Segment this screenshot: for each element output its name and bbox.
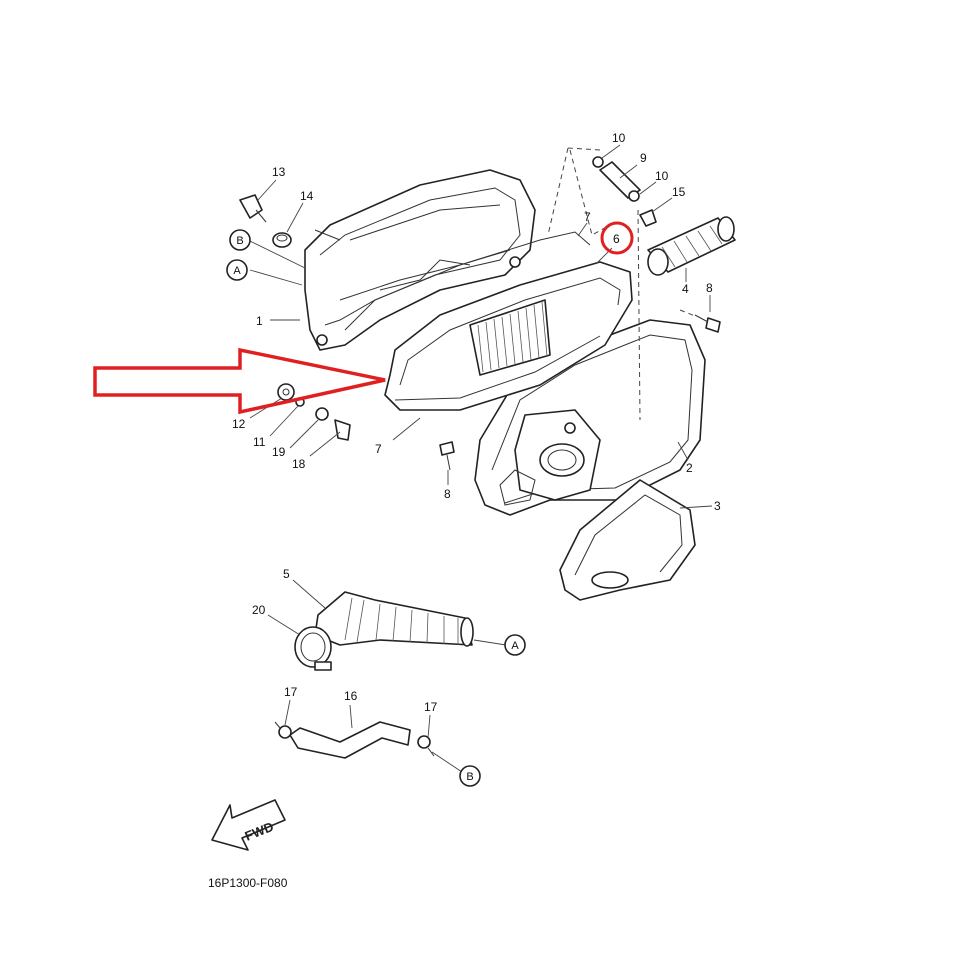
callout-10-lower: 10: [655, 169, 669, 183]
part-11-12-19-18-hardware: [277, 383, 351, 441]
part-14-grommet: [272, 232, 292, 248]
callout-15: 15: [672, 185, 686, 199]
callout-19: 19: [272, 445, 286, 459]
callout-17-right: 17: [424, 700, 438, 714]
callout-12: 12: [232, 417, 246, 431]
callout-11: 11: [253, 435, 266, 449]
highlight-circle: [600, 221, 634, 255]
diagram-code: 16P1300-F080: [208, 876, 288, 890]
part-2-case: [474, 319, 706, 516]
part-13-screw: [239, 194, 267, 223]
callout-9: 9: [640, 151, 647, 165]
part-17-clip-right: [417, 735, 435, 757]
callout-20: 20: [252, 603, 266, 617]
part-16-drain-hose: [289, 721, 411, 759]
reference-a-upper: A: [226, 259, 248, 281]
part-20-hose-clamp: [294, 626, 332, 671]
callout-2: 2: [686, 461, 693, 475]
red-arrow-icon: [93, 347, 386, 415]
part-9-10-clamp-assembly: [592, 156, 641, 202]
callout-16: 16: [344, 689, 358, 703]
callout-8-lower: 8: [444, 487, 451, 501]
part-4-cylindrical-filter: [647, 216, 736, 276]
part-5-joint-hose: [314, 591, 474, 647]
part-3-duct-cover: [559, 479, 696, 601]
callout-1: 1: [256, 314, 263, 328]
part-15-bolt: [639, 209, 657, 227]
callout-4: 4: [682, 282, 689, 296]
part-8-bolt-lower: [439, 441, 455, 471]
ref-b-label-lower: B: [466, 771, 473, 783]
part-17-clip-left: [274, 721, 292, 739]
reference-b-upper: B: [229, 229, 251, 251]
callout-3: 3: [714, 499, 721, 513]
callout-8-upper: 8: [706, 281, 713, 295]
leader-lines: [249, 144, 713, 773]
callout-17-left: 17: [284, 685, 298, 699]
callout-14: 14: [300, 189, 314, 203]
callout-labels: 1 2 3 4 5 6 7 7 8 8 9 10 10 11 12 13 14 …: [232, 131, 721, 714]
callout-10-upper: 10: [612, 131, 626, 145]
ref-a-label-upper: A: [233, 265, 241, 277]
part-6-filter-element: [469, 299, 551, 376]
callout-6: 6: [613, 232, 620, 246]
callout-7-lower: 7: [375, 442, 382, 456]
callout-7-upper: 7: [584, 210, 591, 224]
ref-b-label-upper: B: [236, 235, 243, 247]
ref-a-label-lower: A: [511, 640, 519, 652]
callout-5: 5: [283, 567, 290, 581]
reference-b-lower: B: [459, 765, 481, 787]
reference-a-lower: A: [504, 634, 526, 656]
callout-13: 13: [272, 165, 286, 179]
part-8-bolt-upper: [694, 314, 721, 333]
forward-direction-icon: FWD: [211, 799, 286, 851]
callout-18: 18: [292, 457, 306, 471]
